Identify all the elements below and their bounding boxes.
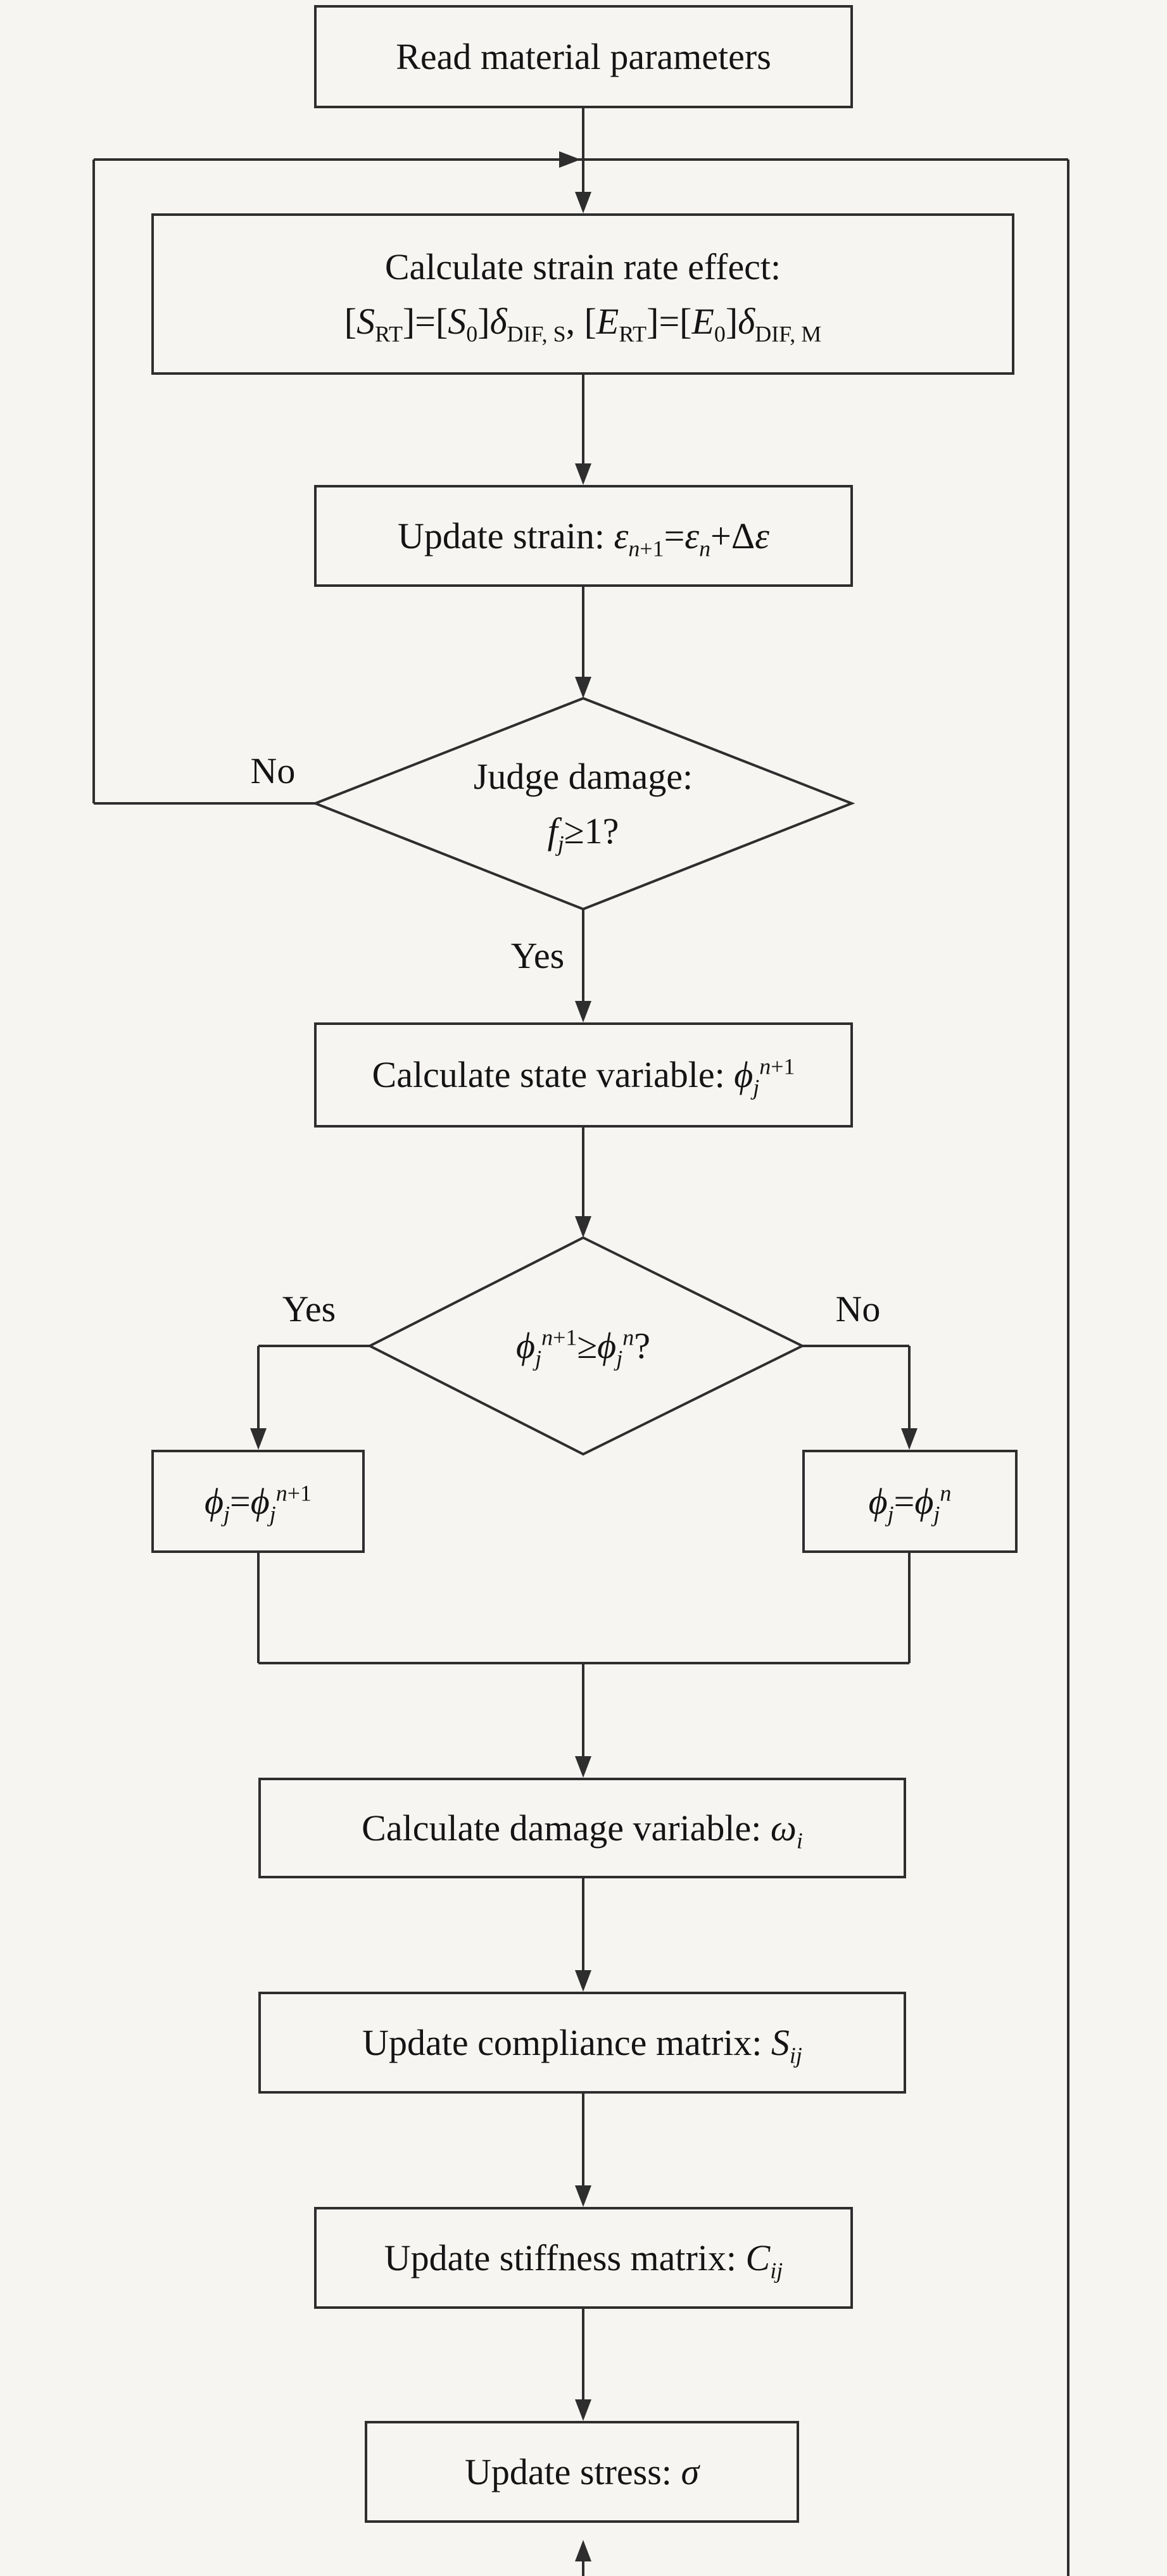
arrowhead-into-update-strain bbox=[575, 463, 591, 485]
arrowhead-into-compliance bbox=[575, 1970, 591, 1992]
return-arrowhead-up bbox=[575, 2540, 591, 2561]
judge-damage-title: Judge damage: bbox=[473, 755, 693, 797]
compare-state-condition: ϕjn+1≥ϕjn? bbox=[516, 1324, 650, 1371]
arrowhead-into-judge-damage bbox=[575, 677, 591, 698]
arrowhead-into-compare bbox=[575, 1216, 591, 1238]
node-calculate-state-variable: Calculate state variable: ϕjn+1 bbox=[314, 1022, 853, 1128]
update-stress-label: Update stress: σ bbox=[464, 2451, 700, 2492]
strain-rate-effect-formula: [SRT]=[S0]δDIF, S, [ERT]=[E0]δDIF, M bbox=[344, 300, 822, 347]
branch-label-compare-no: No bbox=[835, 1288, 881, 1329]
read-material-parameters-label: Read material parameters bbox=[396, 35, 771, 77]
update-strain-label: Update strain: εn+1=εn+Δε bbox=[397, 515, 769, 562]
node-update-stiffness-matrix: Update stiffness matrix: Cij bbox=[314, 2207, 853, 2309]
arrowhead-into-assign-old bbox=[901, 1428, 918, 1450]
decision-judge-damage-text: Judge damage: fj≥1? bbox=[409, 736, 757, 872]
connector-lines bbox=[92, 108, 1069, 2576]
strain-rate-effect-title: Calculate strain rate effect: bbox=[384, 246, 781, 287]
node-assign-old-state: ϕj=ϕjn bbox=[802, 1450, 1018, 1553]
calculate-damage-variable-label: Calculate damage variable: ωi bbox=[362, 1807, 803, 1854]
decision-compare-state-shape bbox=[367, 1236, 805, 1456]
arrowhead-into-assign-new bbox=[250, 1428, 267, 1450]
node-update-compliance-matrix: Update compliance matrix: Sij bbox=[258, 1992, 906, 2094]
arrowhead-loop-junction bbox=[559, 151, 581, 168]
branch-label-damage-no: No bbox=[250, 750, 296, 791]
judge-damage-condition: fj≥1? bbox=[547, 810, 619, 857]
decision-compare-state-text: ϕjn+1≥ϕjn? bbox=[409, 1308, 757, 1384]
assign-old-state-label: ϕj=ϕjn bbox=[868, 1480, 952, 1527]
node-calculate-strain-rate-effect: Calculate strain rate effect: [SRT]=[S0]… bbox=[151, 213, 1014, 375]
assign-new-state-label: ϕj=ϕjn+1 bbox=[204, 1480, 312, 1527]
calculate-state-variable-label: Calculate state variable: ϕjn+1 bbox=[372, 1053, 795, 1100]
node-assign-new-state: ϕj=ϕjn+1 bbox=[151, 1450, 365, 1553]
update-compliance-matrix-label: Update compliance matrix: Sij bbox=[362, 2021, 802, 2068]
node-read-material-parameters: Read material parameters bbox=[314, 5, 853, 108]
node-update-strain: Update strain: εn+1=εn+Δε bbox=[314, 485, 853, 587]
decision-judge-damage-shape bbox=[312, 696, 855, 911]
update-stiffness-matrix-label: Update stiffness matrix: Cij bbox=[384, 2237, 783, 2284]
branch-label-compare-yes: Yes bbox=[282, 1288, 336, 1329]
node-update-stress: Update stress: σ bbox=[365, 2421, 799, 2523]
arrowhead-into-damage-variable bbox=[575, 1756, 591, 1778]
arrowheads bbox=[250, 151, 918, 2561]
arrowhead-into-stress bbox=[575, 2399, 591, 2421]
node-calculate-damage-variable: Calculate damage variable: ωi bbox=[258, 1778, 906, 1878]
arrowhead-into-stiffness bbox=[575, 2185, 591, 2207]
branch-label-damage-yes: Yes bbox=[510, 935, 565, 976]
arrowhead-into-state-variable bbox=[575, 1001, 591, 1022]
arrowhead-into-strain-rate bbox=[575, 192, 591, 213]
